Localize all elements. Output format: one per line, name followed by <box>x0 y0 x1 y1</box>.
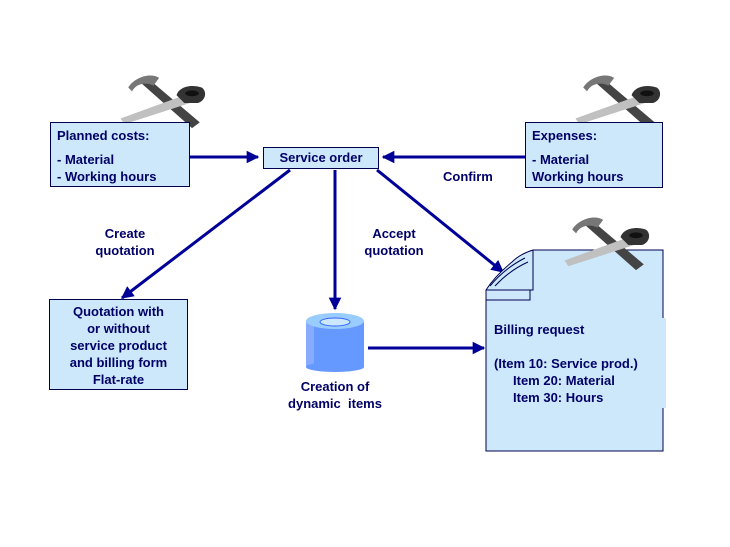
accept-quotation-line: Accept <box>372 226 416 241</box>
create-quotation-line: quotation <box>95 243 155 258</box>
confirm-label: Confirm <box>443 169 493 184</box>
billing-request-item: Item 20: Material <box>513 373 615 388</box>
edge-service-order-to-billing <box>376 168 504 274</box>
create-quotation-label: Create quotation <box>85 225 165 259</box>
expenses-line: Working hours <box>532 169 624 184</box>
billing-request-document-shape <box>485 249 666 452</box>
billing-request-title: Billing request <box>494 322 585 337</box>
planned-costs-box: Planned costs: - Material - Working hour… <box>50 122 190 187</box>
dynamic-items-line: dynamic items <box>288 396 382 411</box>
quotation-line: or without <box>87 321 150 336</box>
quotation-line: Quotation with <box>73 304 164 319</box>
billing-request-item: Item 30: Hours <box>513 390 604 405</box>
dynamic-items-label: Creation of dynamic items <box>270 378 400 412</box>
quotation-box: Quotation with or without service produc… <box>49 299 188 390</box>
expenses-line: - Material <box>532 152 590 167</box>
service-order-title: Service order <box>279 150 363 165</box>
expenses-box: Expenses: - Material Working hours <box>525 122 663 188</box>
billing-request-item: (Item 10: Service prod.) <box>494 356 638 371</box>
quotation-line: and billing form <box>69 355 168 370</box>
hammer-and-saw-icon <box>575 75 661 129</box>
database-cylinder-icon <box>306 313 364 372</box>
planned-costs-line: - Working hours <box>57 169 157 184</box>
dynamic-items-line: Creation of <box>300 379 370 394</box>
quotation-line: Flat-rate <box>92 372 145 387</box>
quotation-line: service product <box>70 338 167 353</box>
planned-costs-title: Planned costs: <box>57 128 150 143</box>
service-order-box[interactable]: Service order <box>263 147 379 169</box>
expenses-title: Expenses: <box>532 128 598 143</box>
create-quotation-line: Create <box>104 226 146 241</box>
accept-quotation-line: quotation <box>364 243 424 258</box>
edge-service-order-to-quotation <box>120 168 291 300</box>
billing-request-text: Billing request (Item 10: Service prod.)… <box>494 321 638 406</box>
hammer-and-saw-icon <box>120 75 206 129</box>
planned-costs-line: - Material <box>57 152 115 167</box>
accept-quotation-label: Accept quotation <box>354 225 434 259</box>
